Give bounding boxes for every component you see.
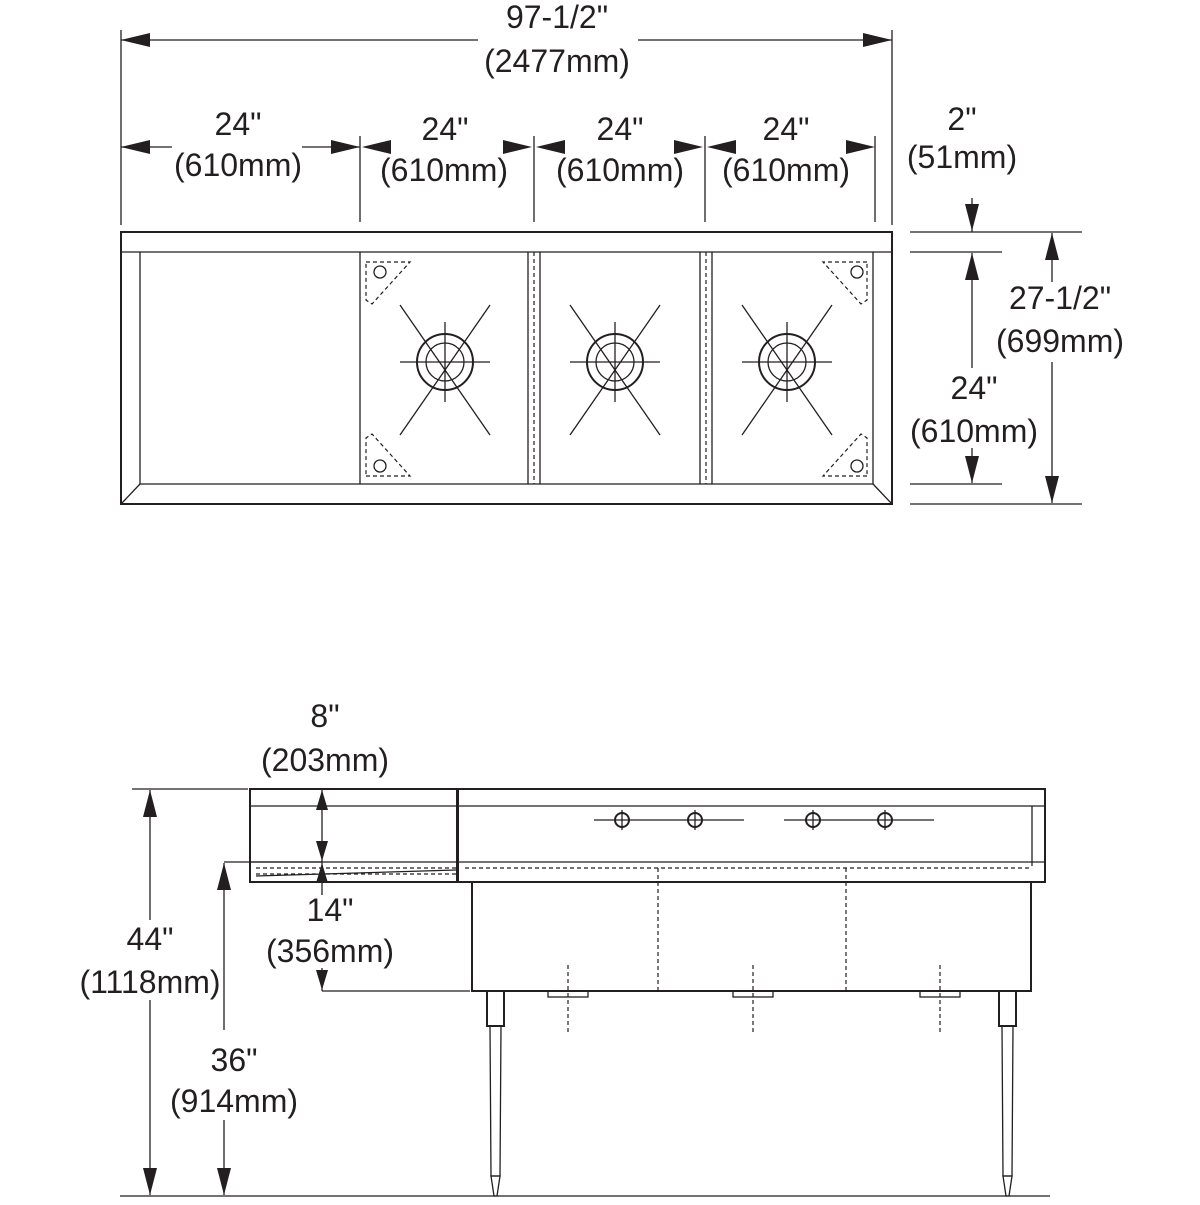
- overall-depth-in: 27-1/2": [1009, 280, 1111, 316]
- bowl-height-in: 14": [307, 892, 354, 928]
- dim-segments: 24" (610mm) 24" (610mm) 24" (610mm) 24" …: [121, 106, 876, 222]
- bowl-3-width-mm: (610mm): [722, 152, 850, 188]
- bowl-2-plan: [569, 304, 661, 436]
- backsplash-height-mm: (203mm): [261, 742, 389, 778]
- work-height-mm: (914mm): [170, 1083, 298, 1119]
- bowl-1-width-mm: (610mm): [380, 152, 508, 188]
- drainboard-elevation: [249, 788, 458, 883]
- bowl-3-plan: [741, 261, 868, 477]
- backsplash-depth-mm: (51mm): [907, 139, 1017, 175]
- bowl-depth-in: 24": [951, 370, 998, 406]
- elevation-view: 8" (203mm) 14" (356mm) 44" (1118mm): [79, 698, 1050, 1197]
- sink-body-elevation: [457, 788, 1046, 1197]
- drainboard-width-in: 24": [215, 106, 262, 142]
- backsplash-depth-in: 2": [947, 101, 976, 137]
- dim-bowl-height: 14" (356mm): [266, 862, 470, 992]
- dim-overall-height: 44" (1118mm): [79, 790, 221, 1195]
- sink-plan-outline: [120, 231, 893, 505]
- overall-height-in: 44": [127, 921, 174, 957]
- dim-overall-width: 97-1/2" (2477mm): [120, 0, 893, 225]
- bowl-3-width-in: 24": [763, 111, 810, 147]
- overall-width-mm: (2477mm): [484, 43, 630, 79]
- overall-depth-mm: (699mm): [996, 323, 1124, 359]
- dim-backsplash-height: 8" (203mm): [132, 698, 389, 863]
- overall-height-mm: (1118mm): [79, 964, 220, 1000]
- dim-work-height: 36" (914mm): [170, 863, 298, 1195]
- overall-width-in: 97-1/2": [506, 0, 608, 35]
- bowl-1-plan: [365, 261, 491, 477]
- work-height-in: 36": [211, 1042, 258, 1078]
- dim-depths: 2" (51mm) 24" (610mm) 27-1/2" (699mm): [907, 101, 1124, 505]
- bowl-2-width-in: 24": [597, 111, 644, 147]
- backsplash-height-in: 8": [310, 698, 339, 734]
- drainboard-width-mm: (610mm): [174, 147, 302, 183]
- bowl-depth-mm: (610mm): [910, 413, 1038, 449]
- bowl-height-mm: (356mm): [266, 933, 394, 969]
- plan-view: 97-1/2" (2477mm) 24" (610mm) 24" (610mm)…: [120, 0, 1124, 505]
- bowl-1-width-in: 24": [422, 111, 469, 147]
- bowl-2-width-mm: (610mm): [556, 152, 684, 188]
